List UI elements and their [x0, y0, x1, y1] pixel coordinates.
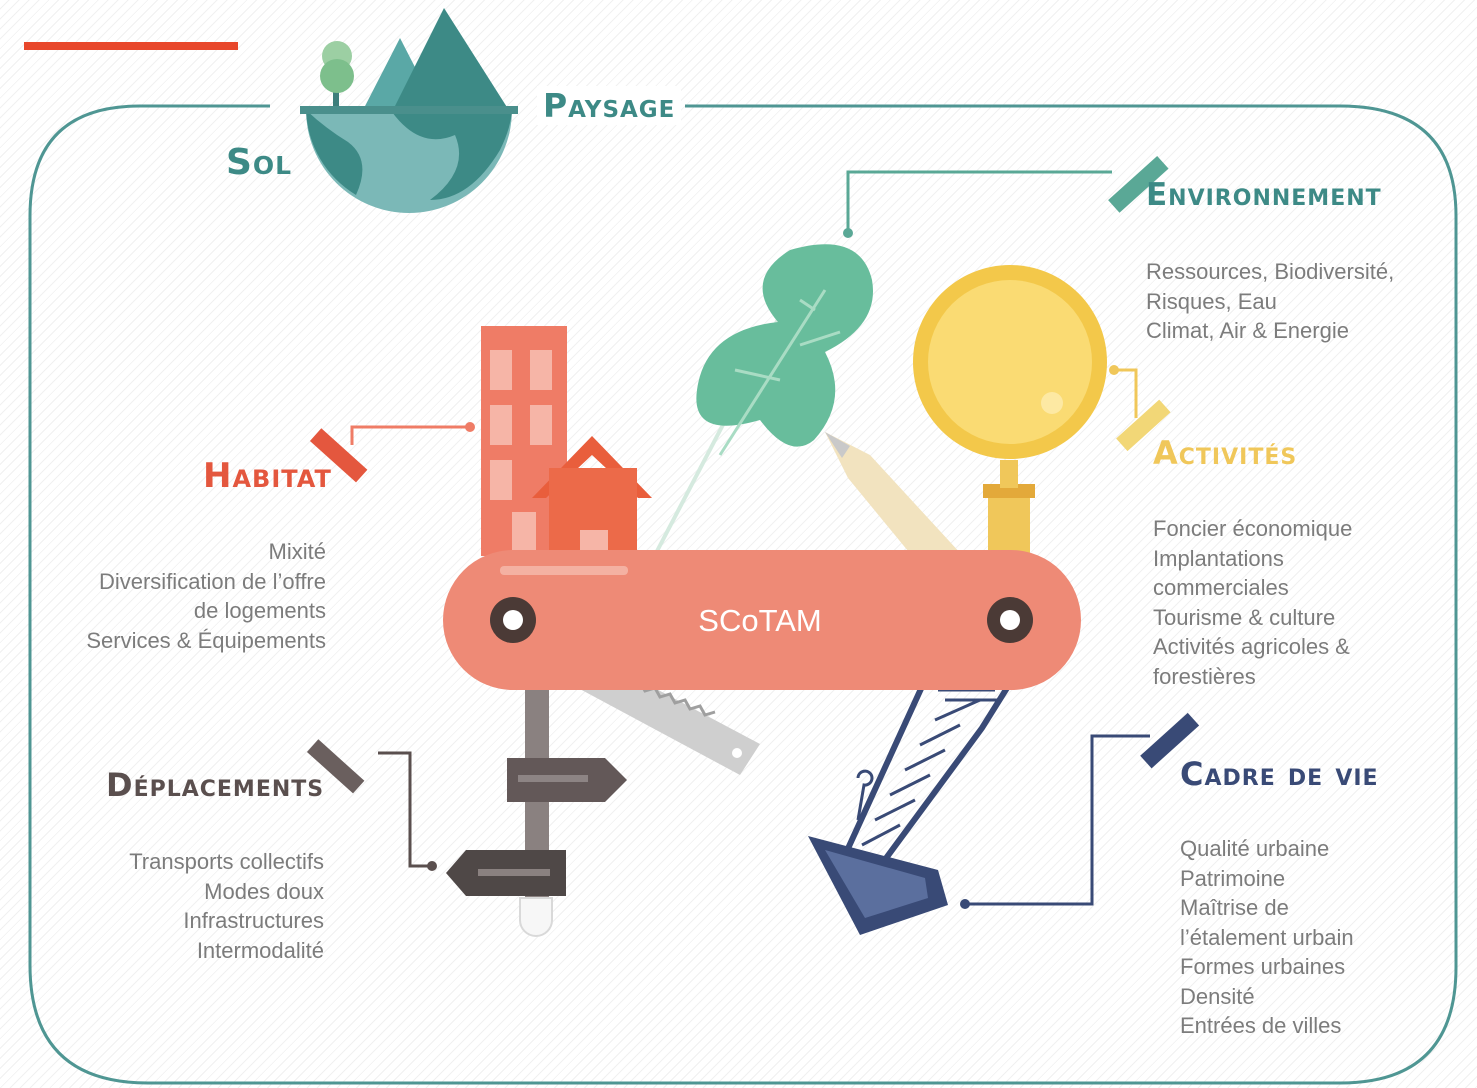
list-item: Climat, Air & Energie: [1146, 318, 1349, 343]
theme-list-environnement: Ressources, Biodiversité, Risques, Eau C…: [1146, 257, 1394, 346]
theme-title-activites: Activités: [1153, 434, 1298, 472]
theme-title-habitat: Habitat: [203, 456, 332, 496]
theme-list-cadre-de-vie: Qualité urbaine Patrimoine Maîtrise de l…: [1180, 834, 1410, 1041]
list-item: Risques, Eau: [1146, 288, 1277, 314]
list-item: Implantations: [1153, 545, 1284, 571]
title-accent-bar: [24, 42, 238, 50]
list-item: commerciales: [1153, 575, 1289, 600]
list-item: Modes doux: [204, 878, 324, 904]
list-item: Tourisme & culture: [1153, 604, 1336, 630]
theme-title-cadre-de-vie: Cadre de vie: [1180, 755, 1379, 793]
list-item: Qualité urbaine: [1180, 836, 1330, 861]
list-item: Patrimoine: [1180, 865, 1286, 891]
list-item: Ressources, Biodiversité,: [1146, 259, 1395, 284]
list-item: Transports collectifs: [129, 849, 324, 874]
list-item: Services & Équipements: [86, 627, 326, 653]
knife-center-label: SCoTAM: [698, 603, 822, 638]
signpost-icon: [446, 680, 627, 937]
list-item: de logements: [193, 598, 326, 623]
list-item: Mixité: [268, 539, 326, 564]
list-item: Formes urbaines: [1180, 954, 1346, 979]
magnifier-icon: [913, 265, 1107, 560]
list-item: l’étalement urbain: [1180, 924, 1354, 950]
theme-title-environnement: Environnement: [1146, 177, 1382, 213]
buildings-icon: [481, 326, 652, 556]
leaf-icon: [653, 244, 874, 556]
theme-list-deplacements: Transports collectifs Modes doux Infrast…: [60, 847, 324, 965]
globe-landscape-icon: [300, 8, 518, 213]
theme-title-deplacements: Déplacements: [106, 766, 325, 804]
list-item: Activités agricoles &: [1153, 634, 1350, 659]
list-item: forestières: [1153, 663, 1256, 689]
list-item: Foncier économique: [1153, 516, 1353, 541]
list-item: Maîtrise de: [1180, 895, 1289, 920]
list-item: Densité: [1180, 983, 1255, 1009]
crane-icon: [808, 677, 1018, 935]
rounded-frame: [28, 104, 1458, 1085]
list-item: Intermodalité: [196, 937, 324, 963]
theme-title-sol: Sol: [226, 142, 293, 183]
list-item: Entrées de villes: [1180, 1013, 1342, 1038]
list-item: Infrastructures: [183, 908, 324, 933]
theme-list-habitat: Mixité Diversification de l’offre de log…: [40, 537, 326, 655]
list-item: Diversification de l’offre: [98, 568, 326, 594]
theme-title-paysage: Paysage: [537, 86, 682, 125]
theme-list-activites: Foncier économique Implantations commerc…: [1153, 514, 1413, 691]
knife-body: [443, 550, 1081, 690]
